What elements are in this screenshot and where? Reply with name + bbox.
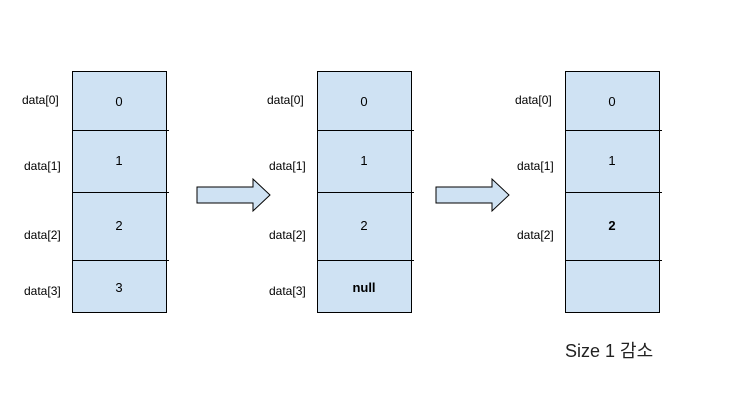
index-label-2: data[2] [269,228,306,242]
cell-divider [317,260,414,261]
index-label-1: data[1] [269,159,306,173]
cell-divider [317,192,414,193]
cell-value-2: 2 [360,218,368,233]
right-arrow-icon [435,177,510,213]
cell-value-1: 1 [608,153,616,168]
index-label-2: data[2] [24,228,61,242]
index-label-1: data[1] [24,159,61,173]
cell-value-0: 0 [115,94,123,109]
caption-size-decrease: Size 1 감소 [565,341,654,361]
cell-divider [72,130,169,131]
cell-value-null: null [352,280,376,295]
cell-value-1: 1 [360,153,368,168]
cell-divider [72,192,169,193]
cell-divider [72,260,169,261]
cell-divider [565,192,662,193]
index-label-3: data[3] [24,284,61,298]
cell-value-2: 2 [115,218,123,233]
cell-value-0: 0 [360,94,368,109]
index-label-0: data[0] [515,93,552,107]
right-arrow-icon [196,177,271,213]
cell-value-1: 1 [115,153,123,168]
cell-divider [565,260,662,261]
cell-divider [317,130,414,131]
index-label-3: data[3] [269,284,306,298]
index-label-1: data[1] [517,159,554,173]
index-label-0: data[0] [22,93,59,107]
cell-value-0: 0 [608,94,616,109]
index-label-2: data[2] [517,228,554,242]
cell-value-2: 2 [608,218,616,233]
cell-divider [565,130,662,131]
cell-value-3: 3 [115,280,123,295]
index-label-0: data[0] [267,93,304,107]
